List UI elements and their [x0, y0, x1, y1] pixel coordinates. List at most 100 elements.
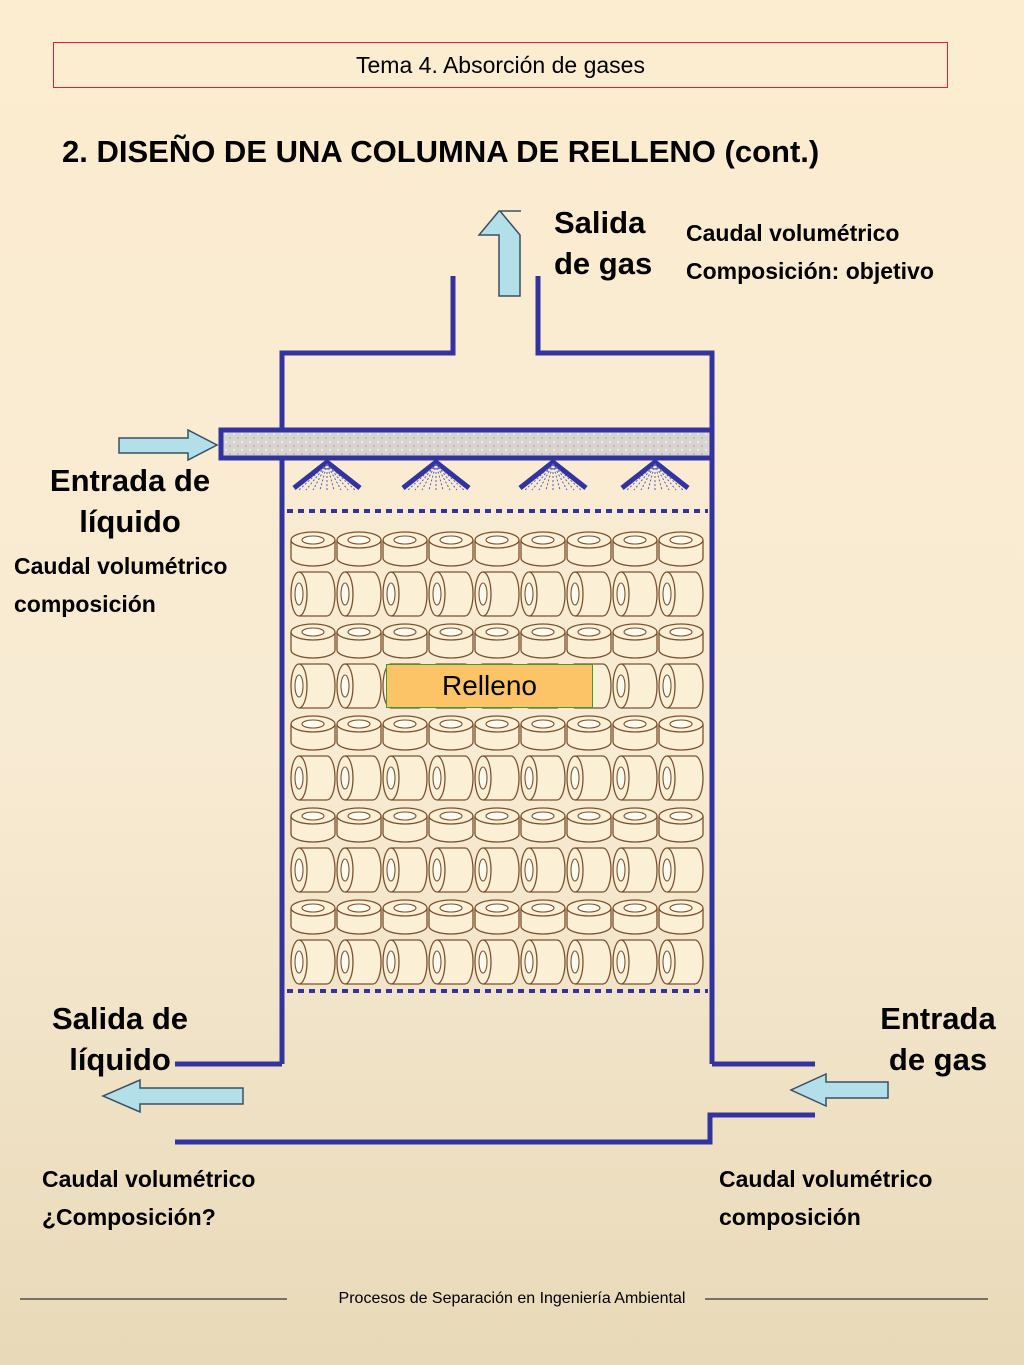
packing-ring: [428, 531, 474, 567]
packing-ring: [658, 847, 704, 893]
liquid-outlet-label-line1: Salida de: [51, 1001, 189, 1036]
footer-text: Procesos de Separación en Ingeniería Amb…: [338, 1290, 686, 1307]
liquid-outlet-label: Salida de líquido: [20, 998, 220, 1080]
packing-ring: [382, 623, 428, 659]
liquid-inlet-label-line1: Entrada de: [49, 463, 211, 498]
packing-ring: [336, 755, 382, 801]
packing-ring: [336, 807, 382, 843]
packing-ring: [520, 807, 566, 843]
header-box: Tema 4. Absorción de gases: [53, 42, 948, 88]
gas-outlet-label-line1: Salida: [554, 205, 646, 240]
liquid-inlet-label-line2: líquido: [79, 504, 181, 539]
packing-ring: [566, 807, 612, 843]
packing-ring: [474, 715, 520, 751]
packing-ring: [336, 623, 382, 659]
packing-ring: [658, 623, 704, 659]
packing-ring: [658, 807, 704, 843]
packing-ring: [474, 899, 520, 935]
packing-ring: [566, 571, 612, 617]
liquid-inlet-label: Entrada de líquido: [30, 460, 230, 542]
packing-ring: [612, 847, 658, 893]
packing-ring: [566, 755, 612, 801]
packing-ring: [520, 939, 566, 985]
packing-ring: [290, 847, 336, 893]
spray-nozzles: [292, 458, 690, 491]
gas-outlet-details: Caudal volumétrico Composición: objetivo: [686, 214, 934, 290]
packing-ring: [612, 807, 658, 843]
packing-ring: [612, 715, 658, 751]
spray-nozzle: [401, 458, 471, 491]
gas-outlet-detail-line1: Caudal volumétrico: [686, 220, 900, 246]
packing-ring: [428, 755, 474, 801]
packing-ring: [658, 755, 704, 801]
packing-ring: [428, 847, 474, 893]
packing-ring: [612, 939, 658, 985]
liquid-inlet-detail-line2: composición: [14, 591, 156, 617]
packing-ring: [382, 899, 428, 935]
packing-ring: [474, 939, 520, 985]
packing-ring: [612, 663, 658, 709]
packing-ring: [290, 571, 336, 617]
packing-ring: [566, 531, 612, 567]
liquid-outlet-details: Caudal volumétrico ¿Composición?: [42, 1160, 255, 1236]
packing-ring: [474, 755, 520, 801]
packing-ring: [336, 531, 382, 567]
liquid-inlet-details: Caudal volumétrico composición: [14, 547, 227, 623]
packing-ring: [336, 899, 382, 935]
top-right-wall: [535, 276, 715, 430]
spray-nozzle: [292, 458, 362, 491]
packing-ring: [382, 531, 428, 567]
bottom-line: [175, 1112, 815, 1145]
packing-ring: [566, 847, 612, 893]
gas-outlet-detail-line2: Composición: objetivo: [686, 258, 934, 284]
packing-ring: [520, 571, 566, 617]
packing-ring: [290, 939, 336, 985]
gas-inlet-label: Entrada de gas: [858, 998, 1018, 1080]
packing-ring: [566, 623, 612, 659]
spray-nozzle: [620, 458, 690, 491]
packing-ring: [566, 715, 612, 751]
packing-ring: [520, 899, 566, 935]
packing-ring: [290, 663, 336, 709]
packing-ring: [382, 755, 428, 801]
packing-ring: [566, 939, 612, 985]
packing-ring: [566, 899, 612, 935]
packing-ring: [336, 939, 382, 985]
packing-ring: [336, 571, 382, 617]
packing-ring: [336, 715, 382, 751]
packing-ring: [474, 531, 520, 567]
column-walls: [175, 276, 815, 1145]
packing-ring: [612, 755, 658, 801]
packing-ring: [290, 715, 336, 751]
liquid-outlet-arrow: [101, 1078, 244, 1114]
gas-outlet-label: Salida de gas: [554, 202, 652, 284]
packing-ring: [290, 807, 336, 843]
packing-ring: [612, 623, 658, 659]
gas-inlet-details: Caudal volumétrico composición: [719, 1160, 932, 1236]
gas-inlet-label-line2: de gas: [888, 1042, 988, 1077]
liquid-distributor: [218, 427, 715, 461]
packing-ring: [520, 715, 566, 751]
packing-ring: [520, 847, 566, 893]
packing-ring: [428, 715, 474, 751]
packing-ring: [290, 623, 336, 659]
packing-rings: [290, 531, 704, 985]
packing-ring: [428, 571, 474, 617]
packing-ring: [658, 899, 704, 935]
packing-ring: [290, 531, 336, 567]
packing-ring: [520, 531, 566, 567]
packing-ring: [428, 939, 474, 985]
packing-ring: [382, 571, 428, 617]
gas-inlet-detail-line2: composición: [719, 1204, 861, 1230]
packing-ring: [474, 807, 520, 843]
packing-ring: [658, 939, 704, 985]
packing-ring: [382, 847, 428, 893]
packing-ring: [336, 847, 382, 893]
packing-ring: [428, 623, 474, 659]
packing-ring: [382, 939, 428, 985]
top-left-wall: [279, 276, 456, 430]
packing-ring: [658, 663, 704, 709]
gas-inlet-arrow: [789, 1072, 889, 1108]
packing-label: Relleno: [386, 664, 593, 708]
gas-outlet-arrow: [477, 210, 521, 297]
